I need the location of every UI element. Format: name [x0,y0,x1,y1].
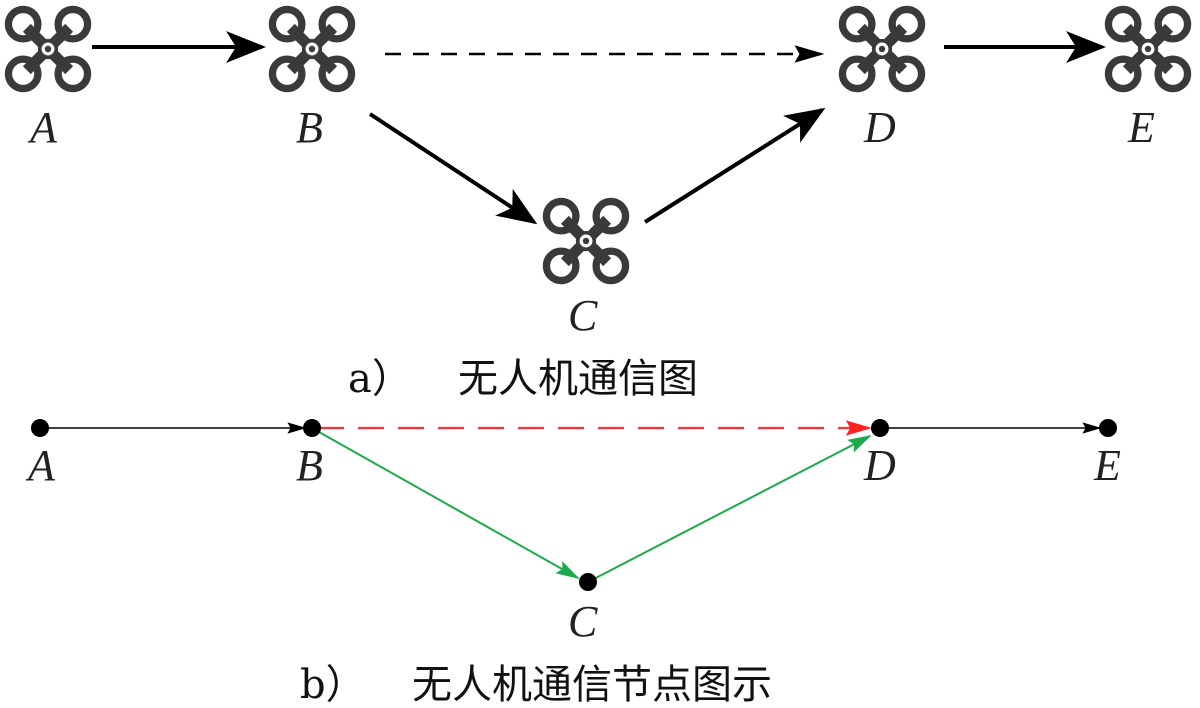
node-label-c: C [568,291,598,340]
panel-b: A B C D E b） 无人机通信节点图示 [25,419,1121,708]
caption-b-prefix: b） [300,662,366,708]
drone-icon-d [842,9,921,88]
node-label-a: A [27,103,58,152]
node-dot-c [579,573,597,591]
node-label-b: B [296,103,323,152]
node-label-b-d: D [863,441,896,490]
node-dot-b [303,419,321,437]
node-label-e: E [1127,103,1155,152]
edge-a-b-to-c [368,112,538,225]
caption-b-text: 无人机通信节点图示 [412,662,772,708]
panel-a: A B C D E a） 无人机通信图 [8,9,1187,402]
drone-icon-c [546,201,625,280]
edge-b-b-to-c [311,427,580,579]
drone-icon-b [272,9,351,88]
edge-b-c-to-d [587,435,872,583]
node-label-b-e: E [1093,441,1121,490]
node-label-b-b: B [296,441,323,490]
caption-a-text: 无人机通信图 [458,356,698,402]
node-dot-d [871,419,889,437]
node-label-b-c: C [568,597,598,646]
caption-a-prefix: a） [348,356,412,402]
node-label-d: D [863,103,896,152]
node-dot-e [1099,419,1117,437]
edge-a-c-to-d [643,107,826,224]
drone-icon-e [1108,9,1187,88]
node-label-b-a: A [25,441,56,490]
node-dot-a [31,419,49,437]
drone-icon-a [8,9,87,88]
